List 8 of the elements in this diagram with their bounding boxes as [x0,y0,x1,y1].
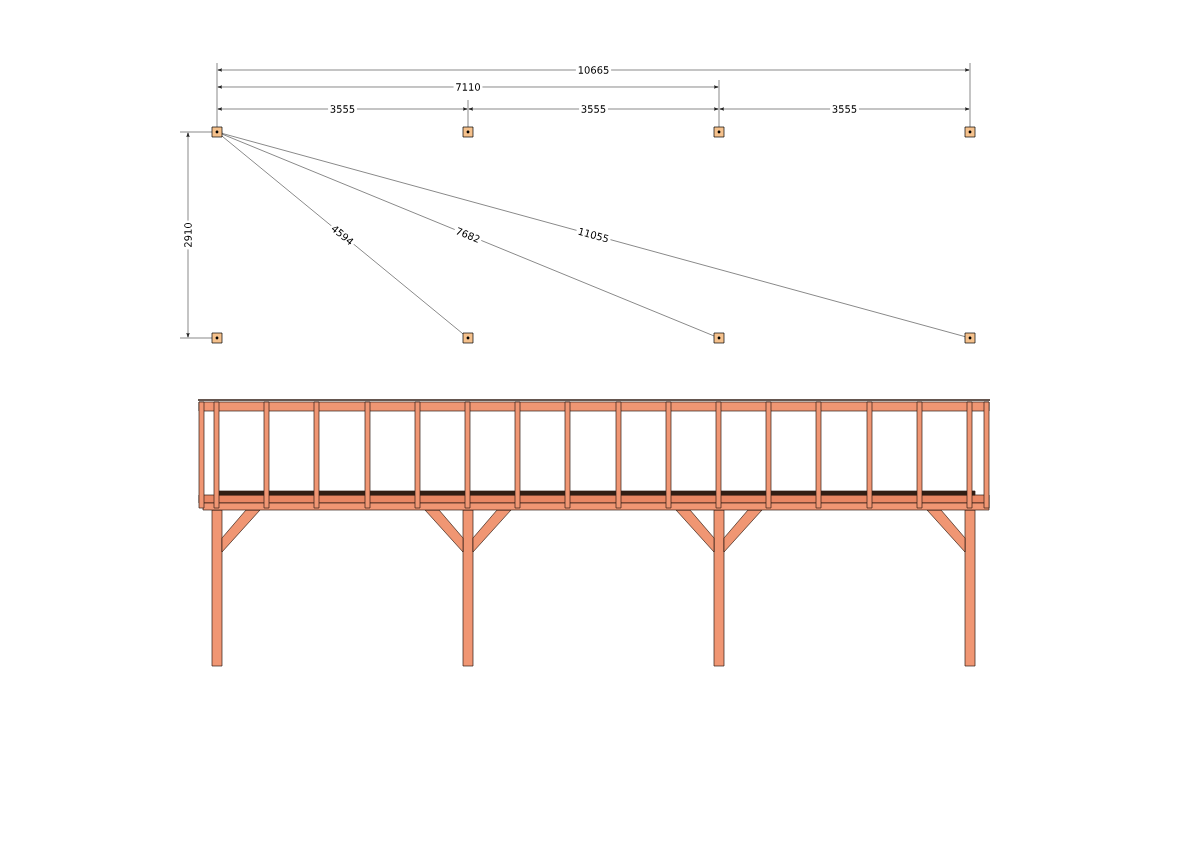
dimension-label: 7110 [453,81,483,93]
dimension-label: 3555 [328,103,357,115]
dimension-label: 7682 [452,224,484,246]
dimension-label: 11055 [575,225,612,245]
dimension-label: 3555 [579,103,608,115]
dimension-label: 3555 [830,103,859,115]
dimension-label: 2910 [182,220,194,250]
dimension-label: 10665 [575,64,612,76]
